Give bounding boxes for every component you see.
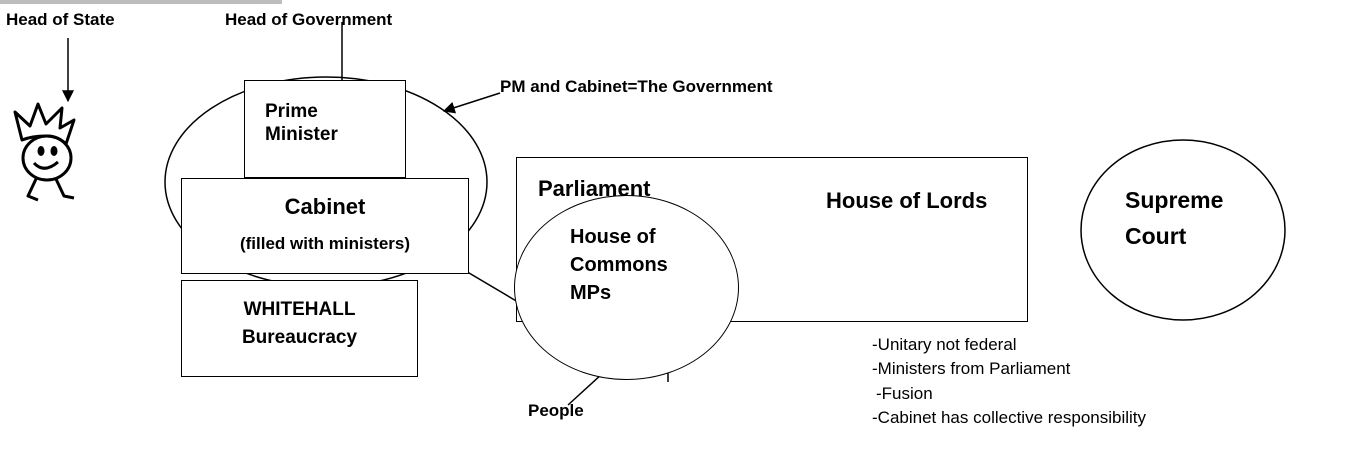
commons-line-2: Commons (570, 254, 668, 276)
top-divider (0, 0, 282, 4)
prime-minister-line-1: Prime (265, 101, 318, 122)
notes-list: -Unitary not federal -Ministers from Par… (872, 333, 1146, 430)
note-item: -Fusion (876, 383, 933, 403)
supreme-line: Supreme (1125, 187, 1224, 213)
prime-minister-line-2: Minister (265, 123, 338, 145)
court-line: Court (1125, 222, 1187, 249)
cabinet-note: (filled with ministers) (239, 234, 411, 253)
note-item: -Cabinet has collective responsibility (872, 407, 1147, 427)
whitehall-label: WHITEHALL Bureaucracy (181, 296, 418, 351)
head-of-government-label: Head of Government (225, 10, 393, 29)
cabinet-title: Cabinet (284, 194, 366, 219)
whitehall-box (181, 280, 418, 377)
government-label-arrow (442, 92, 501, 114)
people-label: People (528, 401, 584, 420)
supreme-court-ellipse (1080, 139, 1286, 321)
crowned-face-icon (13, 102, 76, 202)
commons-line-3: MPs (570, 282, 612, 304)
prime-minister-box (244, 80, 406, 178)
supreme-court-label: Supreme Court (1125, 183, 1223, 254)
head-of-state-label: Head of State (6, 10, 115, 29)
parliament-label: Parliament (538, 176, 651, 201)
cabinet-box (181, 178, 469, 274)
house-of-commons-label: House of Commons MPs (570, 223, 668, 307)
note-item: -Unitary not federal (872, 335, 1017, 354)
note-item: -Ministers from Parliament (872, 359, 1071, 379)
commons-line-1: House of (570, 226, 656, 248)
bureaucracy-line: Bureaucracy (241, 326, 358, 348)
prime-minister-label: Prime Minister (265, 101, 338, 147)
whitehall-line: WHITEHALL (243, 299, 356, 320)
government-label: PM and Cabinet=The Government (500, 77, 773, 96)
house-of-lords-label: House of Lords (826, 188, 988, 213)
house-of-commons-ellipse (514, 195, 739, 380)
